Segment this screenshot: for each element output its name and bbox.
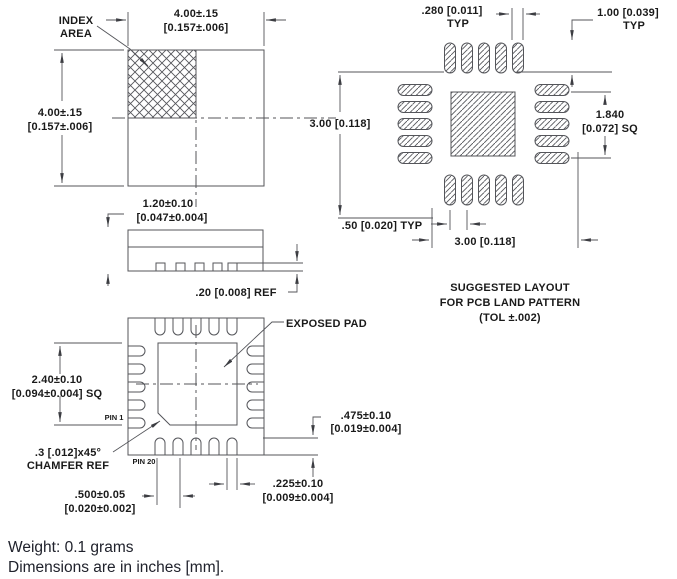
land-pad-length-dim: 1.00 [0.039] bbox=[597, 7, 659, 19]
side-view: 1.20±0.10 [0.047±0.004] .20 [0.008] REF bbox=[106, 198, 303, 299]
exposed-pad-outline bbox=[157, 342, 238, 426]
pcb-land-pattern: 3.00 [0.118] 3.00 [0.118] .50 [0.020] TY… bbox=[309, 5, 659, 324]
index-area-label2: AREA bbox=[60, 28, 92, 40]
epad-dim-in: [0.094±0.004] SQ bbox=[12, 388, 103, 400]
land-pad-length-typ: TYP bbox=[623, 20, 645, 32]
chamfer-leader bbox=[112, 420, 161, 453]
footer-notes: Weight: 0.1 grams Dimensions are in inch… bbox=[8, 539, 224, 576]
land-inner-sq-dim: 1.840 bbox=[596, 109, 625, 121]
exposed-pad-leader bbox=[223, 321, 284, 368]
standoff-dim: .20 [0.008] REF bbox=[195, 287, 276, 299]
top-height-dim-in: [0.157±.006] bbox=[28, 121, 93, 133]
thickness-dim-in: [0.047±0.004] bbox=[136, 212, 207, 224]
land-inner-sq-dim-in: [0.072] SQ bbox=[582, 123, 638, 135]
pin-pitch-dim-in: [0.020±0.002] bbox=[64, 503, 135, 515]
land-caption-2: FOR PCB LAND PATTERN bbox=[440, 297, 580, 309]
pin-pitch-dim: .500±0.05 bbox=[75, 489, 126, 501]
top-view: 4.00±.15 [0.157±.006] 4.00±.15 [0.157±.0… bbox=[28, 8, 336, 207]
land-caption-3: (TOL ±.002) bbox=[479, 312, 541, 324]
chamfer-ref: CHAMFER REF bbox=[27, 460, 109, 472]
pin-width-dim: .225±0.10 bbox=[273, 478, 324, 490]
index-area-hatch bbox=[127, 49, 197, 119]
exposed-pad-label: EXPOSED PAD bbox=[286, 318, 367, 330]
pin-width-dim-in: [0.009±0.004] bbox=[262, 492, 333, 504]
bottom-outline bbox=[127, 317, 265, 456]
land-pitch-dim: .50 [0.020] TYP bbox=[342, 220, 423, 232]
thickness-dim: 1.20±0.10 bbox=[143, 198, 194, 210]
land-caption-1: SUGGESTED LAYOUT bbox=[450, 282, 570, 294]
pin20-label: PIN 20 bbox=[133, 457, 156, 466]
pin1-label: PIN 1 bbox=[105, 413, 124, 422]
land-pad-width-dim: .280 [0.011] bbox=[421, 5, 482, 17]
land-width-dim: 3.00 [0.118] bbox=[454, 236, 515, 248]
top-width-dim-in: [0.157±.006] bbox=[164, 22, 229, 34]
top-width-dim: 4.00±.15 bbox=[174, 8, 218, 20]
weight-note: Weight: 0.1 grams bbox=[8, 539, 134, 556]
index-area-label: INDEX bbox=[59, 15, 94, 27]
chamfer-dim: .3 [.012]x45° bbox=[35, 447, 101, 459]
land-pad-width-typ: TYP bbox=[447, 18, 469, 30]
top-height-dim: 4.00±.15 bbox=[38, 107, 82, 119]
pin-length-dim-in: [0.019±0.004] bbox=[330, 423, 401, 435]
index-leader bbox=[96, 25, 149, 67]
units-note: Dimensions are in inches [mm]. bbox=[8, 559, 224, 576]
land-height-dim: 3.00 [0.118] bbox=[309, 118, 370, 130]
pin-length-dim: .475±0.10 bbox=[341, 410, 392, 422]
bottom-view: 2.40±0.10 [0.094±0.004] SQ EXPOSED PAD P… bbox=[12, 317, 401, 515]
exposed-pad-land bbox=[450, 91, 516, 157]
epad-dim: 2.40±0.10 bbox=[32, 374, 83, 386]
